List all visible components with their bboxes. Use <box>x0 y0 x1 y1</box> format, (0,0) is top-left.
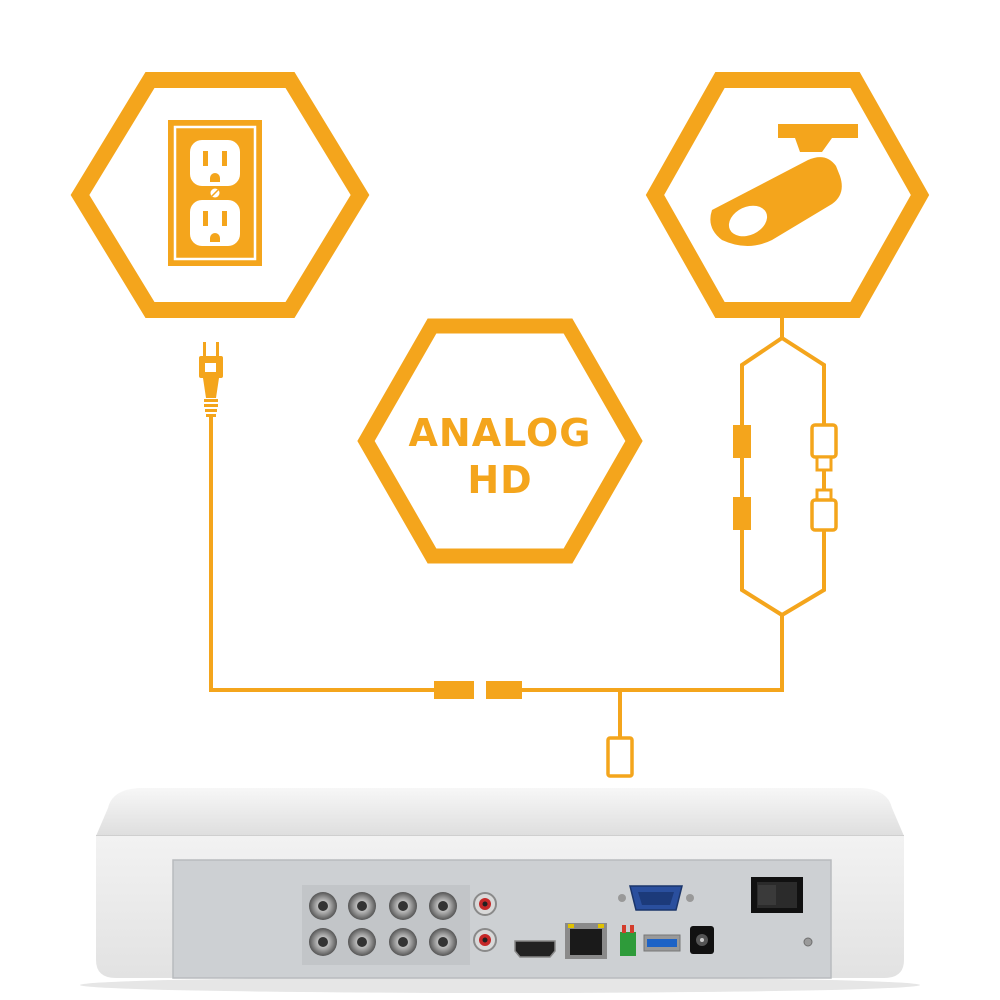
vga-port <box>618 885 694 911</box>
camera-cable <box>522 310 826 738</box>
cable-connectors <box>606 423 838 778</box>
dvr-recorder <box>80 788 920 993</box>
rca-ports <box>473 892 497 952</box>
camera-hexagon <box>645 72 930 318</box>
hdmi-port <box>514 940 556 958</box>
terminal-block <box>620 925 636 956</box>
outlet-hexagon <box>70 72 370 318</box>
power-plug-icon <box>199 342 223 417</box>
badge-line-2: HD <box>467 458 533 502</box>
power-outlet-icon <box>168 120 262 266</box>
power-switch <box>751 877 803 913</box>
barrel-connector <box>434 681 522 699</box>
usb-port <box>643 934 681 952</box>
badge-line-1: ANALOG <box>408 411 592 455</box>
security-camera-icon <box>710 124 858 246</box>
analog-hd-hexagon <box>357 318 643 564</box>
bnc-ports <box>302 885 470 965</box>
power-cable <box>209 417 438 692</box>
dc-power-port <box>690 926 714 954</box>
ethernet-port <box>565 923 607 959</box>
